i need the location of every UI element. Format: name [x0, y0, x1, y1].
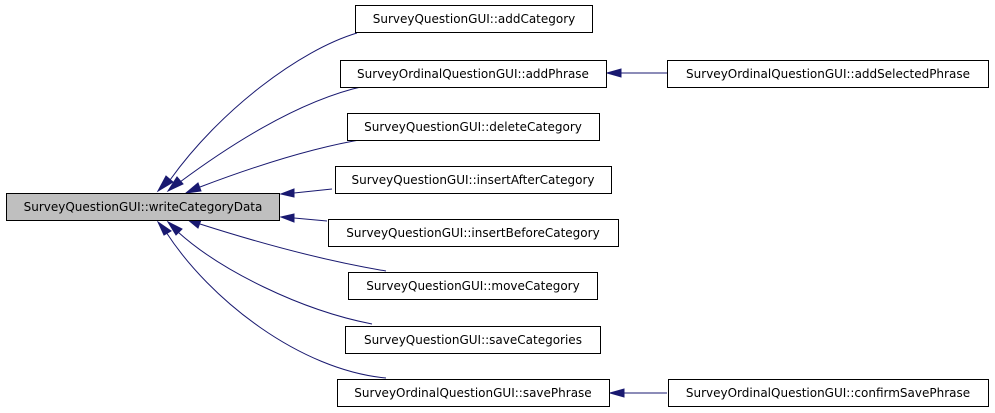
- node-addCategory-label: SurveyQuestionGUI::addCategory: [373, 12, 576, 26]
- node-insertBeforeCategory-label: SurveyQuestionGUI::insertBeforeCategory: [346, 226, 599, 240]
- edge-addCategory: [169, 32, 358, 181]
- arrowhead-addPhrase: [166, 176, 184, 193]
- node-confirmSavePhrase[interactable]: SurveyOrdinalQuestionGUI::confirmSavePhr…: [668, 379, 989, 407]
- node-addSelectedPhrase[interactable]: SurveyOrdinalQuestionGUI::addSelectedPhr…: [667, 60, 989, 88]
- arrowhead-confirmSavePhrase: [608, 388, 625, 398]
- node-addSelectedPhrase-label: SurveyOrdinalQuestionGUI::addSelectedPhr…: [686, 67, 970, 81]
- node-addPhrase[interactable]: SurveyOrdinalQuestionGUI::addPhrase: [340, 60, 607, 88]
- edge-insertBeforeCategory: [293, 217, 328, 222]
- node-insertAfterCategory-label: SurveyQuestionGUI::insertAfterCategory: [352, 173, 595, 187]
- edges: [156, 32, 667, 398]
- arrowhead-saveCategories: [166, 220, 183, 236]
- node-confirmSavePhrase-label: SurveyOrdinalQuestionGUI::confirmSavePhr…: [686, 386, 970, 400]
- node-moveCategory[interactable]: SurveyQuestionGUI::moveCategory: [348, 272, 598, 300]
- node-insertAfterCategory[interactable]: SurveyQuestionGUI::insertAfterCategory: [335, 166, 612, 194]
- edge-addPhrase: [179, 85, 366, 183]
- edge-insertAfterCategory: [293, 188, 333, 194]
- arrowhead-addSelectedPhrase: [605, 68, 622, 78]
- arrowhead-addCategory: [156, 175, 174, 193]
- node-insertBeforeCategory[interactable]: SurveyQuestionGUI::insertBeforeCategory: [328, 219, 619, 247]
- node-deleteCategory-label: SurveyQuestionGUI::deleteCategory: [364, 120, 582, 134]
- arrowhead-insertAfterCategory: [279, 188, 295, 198]
- node-savePhrase-label: SurveyOrdinalQuestionGUI::savePhrase: [354, 386, 591, 400]
- node-root[interactable]: SurveyQuestionGUI::writeCategoryData: [6, 193, 280, 221]
- node-addCategory[interactable]: SurveyQuestionGUI::addCategory: [355, 5, 593, 33]
- arrowhead-insertBeforeCategory: [279, 213, 295, 223]
- node-saveCategories[interactable]: SurveyQuestionGUI::saveCategories: [345, 326, 601, 354]
- node-root-label: SurveyQuestionGUI::writeCategoryData: [24, 200, 263, 214]
- arrowhead-deleteCategory: [184, 182, 202, 194]
- node-moveCategory-label: SurveyQuestionGUI::moveCategory: [366, 279, 579, 293]
- node-addPhrase-label: SurveyOrdinalQuestionGUI::addPhrase: [357, 67, 589, 81]
- edge-savePhrase: [165, 231, 387, 379]
- arrowhead-savePhrase: [156, 220, 172, 236]
- node-saveCategories-label: SurveyQuestionGUI::saveCategories: [364, 333, 582, 347]
- edge-moveCategory: [199, 223, 387, 272]
- node-savePhrase[interactable]: SurveyOrdinalQuestionGUI::savePhrase: [337, 379, 610, 407]
- edge-saveCategories: [177, 231, 373, 325]
- node-deleteCategory[interactable]: SurveyQuestionGUI::deleteCategory: [347, 113, 600, 141]
- edge-deleteCategory: [199, 138, 366, 188]
